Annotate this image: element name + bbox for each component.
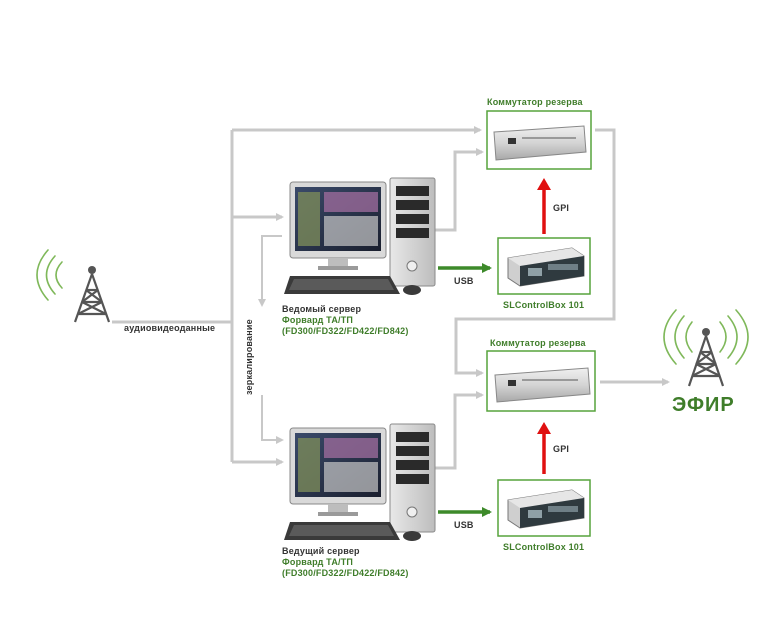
signal-arc-1 (55, 261, 63, 289)
control-box-icon (507, 247, 585, 287)
antenna-tower-icon (36, 249, 111, 323)
controlbox-top-label: SLControlBox 101 (503, 300, 585, 310)
rack-switch-icon (494, 367, 591, 403)
gpi-arrow-top-head (537, 178, 551, 190)
switch-top-label: Коммутатор резерва (487, 97, 583, 107)
air-label: ЭФИР (672, 394, 735, 416)
control-box-icon (507, 489, 585, 529)
usb-bottom-label: USB (454, 520, 474, 530)
slave-product-label: Форвард ТА/ТП (282, 315, 354, 325)
switch-bottom-label: Коммутатор резерва (490, 338, 586, 348)
slave-models-label: (FD300/FD322/FD422/FD842) (282, 326, 409, 336)
gpi-top-label: GPI (553, 203, 570, 213)
controlbox-bottom-label: SLControlBox 101 (503, 542, 585, 552)
desktop-computer-icon (284, 177, 436, 295)
mirror-top (258, 235, 282, 307)
gpi-arrow-bottom-head (537, 422, 551, 434)
broadcast-tower-icon (663, 309, 749, 387)
usb-arrows (438, 263, 492, 517)
master-models-label: (FD300/FD322/FD422/FD842) (282, 568, 409, 578)
master-server-label: Ведущий сервер (282, 546, 360, 556)
usb-top-label: USB (454, 276, 474, 286)
signal-lines (112, 126, 670, 470)
audio-video-data-label: аудиовидеоданные (124, 323, 216, 333)
switch-top-to-switch-bottom (454, 128, 616, 377)
mirroring-label: зеркалирование (244, 319, 254, 395)
slave-server-label: Ведомый сервер (282, 304, 362, 314)
mirror-bottom (261, 395, 284, 444)
gpi-bottom-label: GPI (553, 444, 570, 454)
master-product-label: Форвард ТА/ТП (282, 557, 354, 567)
master-to-switch-bottom (435, 391, 484, 470)
rack-switch-icon (493, 125, 587, 161)
slave-to-switch-top (435, 148, 484, 232)
desktop-computer-icon (284, 423, 436, 541)
